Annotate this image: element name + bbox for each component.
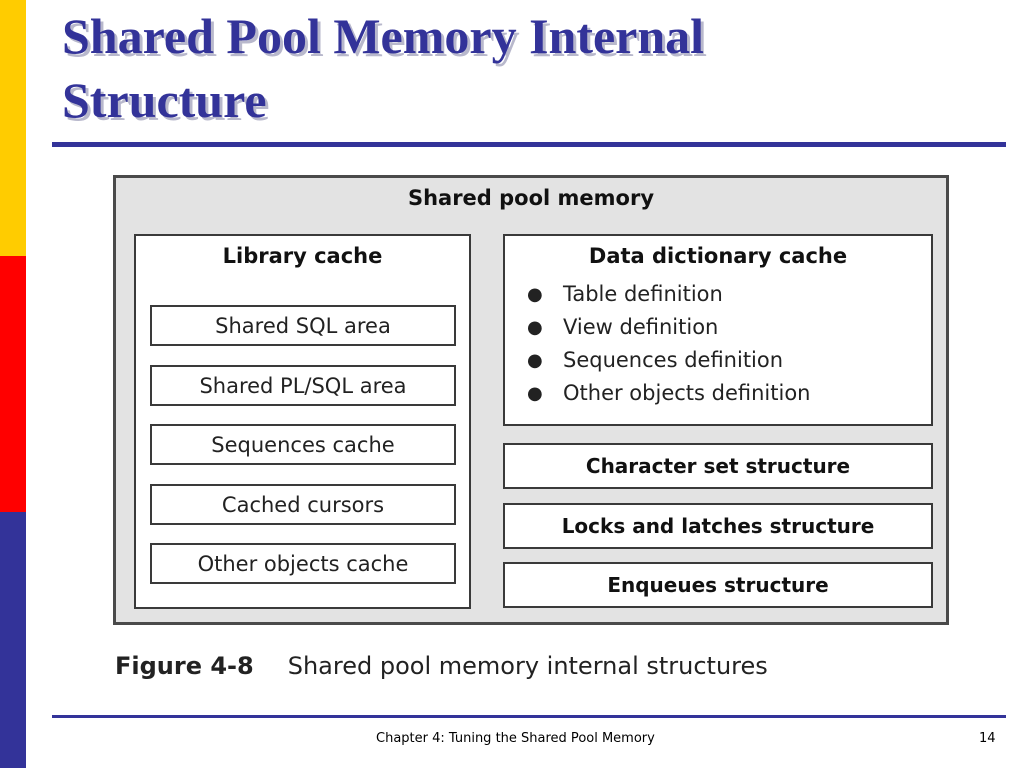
accent-stripe-red: [0, 256, 26, 512]
list-item-label: Sequences definition: [563, 348, 784, 372]
enqueues-structure-box: Enqueues structure: [503, 562, 933, 608]
accent-stripe-blue: [0, 512, 26, 768]
library-cache-heading: Library cache: [222, 244, 383, 268]
list-item-label: Table definition: [563, 282, 723, 306]
footer-chapter-title: Chapter 4: Tuning the Shared Pool Memory: [376, 731, 655, 746]
page-number: 14: [979, 731, 996, 746]
bullet-icon: ●: [527, 284, 543, 305]
library-cache-item: Other objects cache: [150, 543, 456, 584]
shared-pool-heading: Shared pool memory: [407, 186, 655, 210]
shared-pool-diagram: Shared pool memory Library cache Shared …: [113, 175, 949, 625]
list-item: ● Sequences definition: [527, 344, 931, 377]
figure-caption: Figure 4-8 Shared pool memory internal st…: [115, 652, 768, 680]
slide-title: Shared Pool Memory Internal Structure: [62, 4, 962, 132]
library-cache-item: Shared SQL area: [150, 305, 456, 346]
data-dictionary-cache-heading: Data dictionary cache: [588, 244, 848, 268]
list-item-label: View definition: [563, 315, 719, 339]
library-cache-item: Cached cursors: [150, 484, 456, 525]
locks-latches-structure-box: Locks and latches structure: [503, 503, 933, 549]
library-cache-item: Sequences cache: [150, 424, 456, 465]
data-dictionary-list: ● Table definition ● View definition ● Sequ…: [505, 278, 931, 410]
figure-caption-text: Shared pool memory internal structures: [287, 652, 768, 680]
list-item-label: Other objects definition: [563, 381, 811, 405]
footer-divider: [52, 715, 1006, 718]
slide-title-line-2: Structure: [62, 72, 267, 128]
figure-number: Figure 4-8: [115, 652, 254, 680]
bullet-icon: ●: [527, 383, 543, 404]
slide-title-line-1: Shared Pool Memory Internal: [62, 8, 705, 64]
list-item: ● Table definition: [527, 278, 931, 311]
accent-stripe-yellow: [0, 0, 26, 256]
data-dictionary-cache-panel: Data dictionary cache ● Table definition …: [503, 234, 933, 426]
list-item: ● Other objects definition: [527, 377, 931, 410]
list-item: ● View definition: [527, 311, 931, 344]
character-set-structure-box: Character set structure: [503, 443, 933, 489]
bullet-icon: ●: [527, 317, 543, 338]
title-divider: [52, 142, 1006, 147]
library-cache-panel: Library cache Shared SQL area Shared PL/…: [134, 234, 471, 609]
bullet-icon: ●: [527, 350, 543, 371]
library-cache-item: Shared PL/SQL area: [150, 365, 456, 406]
